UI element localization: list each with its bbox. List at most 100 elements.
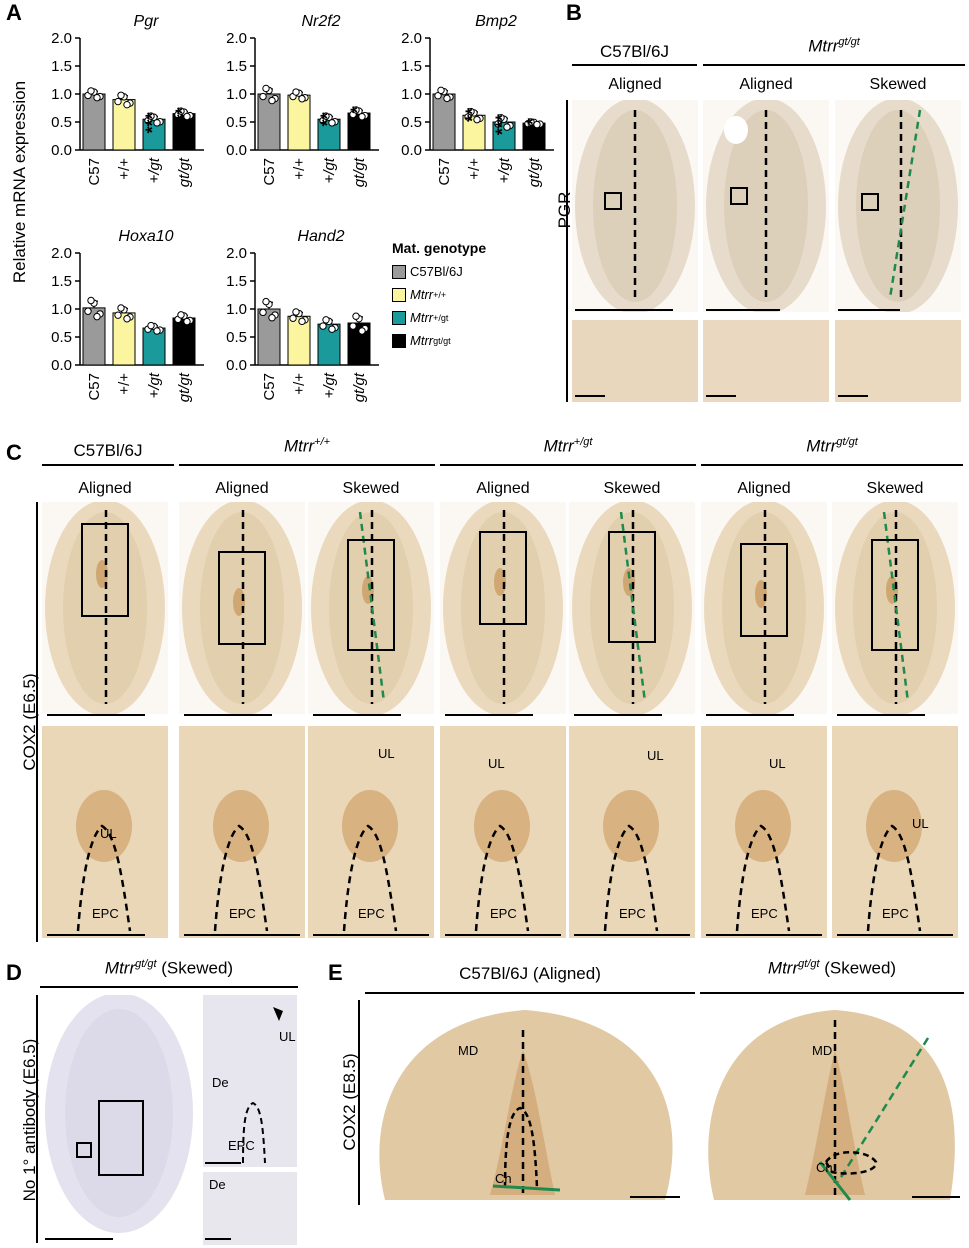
x-tick-label: +/+ [116,373,133,395]
panel-c-tissue-1 [42,502,168,714]
data-point [268,314,276,322]
data-point [464,113,472,121]
y-tick-label: 2.0 [226,30,247,47]
panel-b-zoom-1 [572,320,698,402]
significance-label: ** [318,112,338,126]
y-tick-label: 1.5 [226,58,247,75]
panel-b-tissue-1 [572,100,698,312]
data-point [177,311,185,319]
y-tick-label: 0.0 [226,357,247,374]
x-tick-label: +/gt [321,372,338,398]
data-point [117,304,125,312]
panel-d-epc: EPC [228,1138,255,1153]
data-point [93,312,101,321]
panel-c-group-2-sup: +/+ [314,436,331,448]
panel-a-charts: 0.00.51.01.52.0PgrC57+/+***+/gt**gt/gt0.… [51,13,554,402]
panel-d-title: Mtrrgt/gt (Skewed) [40,958,298,979]
panel-e-md-1: MD [458,1043,479,1058]
x-tick-label: gt/gt [526,157,543,187]
panel-c-zoom-4 [440,726,566,938]
panel-c-epc-5: EPC [619,906,646,921]
panel-c-ul-6: UL [769,756,786,771]
panel-c-col-6: Aligned [737,480,791,497]
y-tick-label: 0.5 [401,114,422,131]
data-point [497,113,505,122]
data-point [434,91,442,100]
data-point [437,86,445,95]
data-point [262,84,270,93]
panel-e-header-2-suffix: (Skewed) [819,958,897,978]
significance-label: *** [523,118,543,139]
panel-c-tissue-4 [440,502,566,714]
data-point [183,112,191,121]
chart-title: Nr2f2 [301,13,340,30]
panel-c-ul-4: UL [488,756,505,771]
legend-item-c57: C57Bl/6J [392,264,463,279]
panel-b-tissue-2 [703,100,829,312]
data-point [322,112,330,120]
y-tick-label: 0.0 [226,142,247,159]
panel-d-de-1: De [212,1075,229,1090]
legend-swatch-het [392,310,406,325]
y-tick-label: 1.5 [51,273,72,290]
panel-c-epc-4: EPC [490,906,517,921]
panel-e-ch-2: Ch [816,1160,833,1175]
y-tick-label: 0.0 [51,357,72,374]
panel-label-a: A [6,0,22,25]
data-point [298,317,306,326]
panel-c-row-label: COX2 (E6.5) [20,673,39,771]
significance-label: ** [463,108,483,122]
data-point [352,106,360,114]
panel-c-tissue-2 [179,502,305,714]
data-point [292,88,300,96]
x-tick-label: gt/gt [176,372,193,402]
significance-label: ** [173,107,193,121]
panel-c-col-2: Aligned [215,480,269,497]
x-tick-label: gt/gt [176,157,193,187]
legend-label-c57: C57Bl/6J [410,264,463,279]
panel-c-col-1: Aligned [78,480,132,497]
y-tick-label: 1.0 [51,86,72,103]
data-point [358,327,366,335]
legend-title: Mat. genotype [392,240,487,256]
panel-d-zoom-1 [203,995,297,1167]
panel-d-zoom-2 [203,1172,297,1245]
panel-c-group-2: Mtrr+/+ [179,436,435,457]
legend-item-wt: Mtrr+/+ [392,287,446,302]
x-tick-label: +/+ [291,158,308,180]
panel-c-zoom-7 [832,726,958,938]
data-point [123,100,131,109]
data-point [262,297,270,306]
panel-c-group-4: Mtrrgt/gt [701,436,963,457]
data-point [533,120,541,129]
data-point [349,322,357,330]
bar [287,94,311,151]
x-tick-label: C57 [86,158,103,186]
panel-c-epc-6: EPC [751,906,778,921]
panel-c-group-3: Mtrr+/gt [440,436,696,457]
chart-title: Hoxa10 [118,228,173,245]
panel-c-epc-1: EPC [92,906,119,921]
y-tick-label: 0.5 [51,114,72,131]
panel-c-col-3: Skewed [342,480,400,497]
panel-c-zoom-3 [308,726,434,938]
data-point [147,321,155,330]
y-tick-label: 1.0 [51,301,72,318]
panel-label-d: D [6,960,22,985]
y-tick-label: 2.0 [51,245,72,262]
panel-e-tissue-1 [365,1000,695,1210]
panel-c-group-4-name: Mtrr [806,436,837,456]
panel-c-epc-3: EPC [358,906,385,921]
x-tick-label: C57 [436,158,453,186]
x-tick-label: +/gt [321,157,338,183]
bar [142,327,166,366]
panel-c-group-4-sup: gt/gt [836,436,858,448]
legend-swatch-c57 [392,264,406,279]
bar [432,93,456,151]
panel-c-ul-7: UL [912,816,929,831]
data-point [358,112,366,121]
data-point [352,312,360,320]
data-point [473,115,481,124]
data-point [183,317,191,326]
